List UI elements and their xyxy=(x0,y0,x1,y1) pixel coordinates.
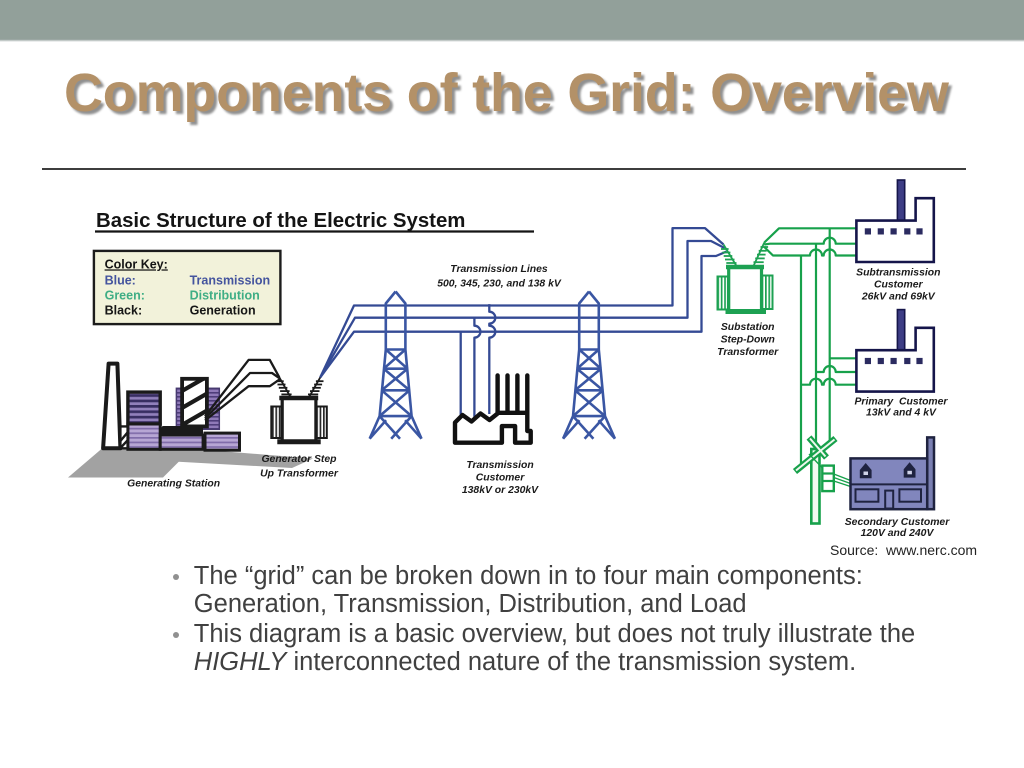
svg-text:138kV or 230kV: 138kV or 230kV xyxy=(462,485,539,496)
svg-text:Transformer: Transformer xyxy=(717,347,779,358)
svg-text:Basic Structure of the Electri: Basic Structure of the Electric System xyxy=(96,210,465,232)
svg-text:Color Key:: Color Key: xyxy=(105,257,168,271)
svg-text:500, 345, 230, and 138 kV: 500, 345, 230, and 138 kV xyxy=(437,279,562,290)
svg-text:Substation: Substation xyxy=(721,322,775,333)
svg-text:Generating Station: Generating Station xyxy=(127,478,220,489)
svg-text:Step-Down: Step-Down xyxy=(721,334,775,345)
svg-text:13kV and 4 kV: 13kV and 4 kV xyxy=(866,408,937,419)
svg-text:Blue:: Blue: xyxy=(105,274,136,288)
svg-text:120V and 240V: 120V and 240V xyxy=(861,528,935,539)
svg-text:Green:: Green: xyxy=(105,289,145,303)
svg-text:Transmission Lines: Transmission Lines xyxy=(450,264,548,275)
svg-text:Up Transformer: Up Transformer xyxy=(260,469,339,480)
svg-text:Generation: Generation xyxy=(190,303,256,317)
svg-text:Customer: Customer xyxy=(476,473,525,484)
svg-text:Generator Step: Generator Step xyxy=(261,454,337,465)
svg-text:Transmission: Transmission xyxy=(190,274,271,288)
svg-text:26kV and 69kV: 26kV and 69kV xyxy=(861,291,936,302)
svg-text:Secondary Customer: Secondary Customer xyxy=(845,517,950,528)
svg-text:Source: www.nerc.com: Source: www.nerc.com xyxy=(830,542,977,558)
svg-text:Subtransmission: Subtransmission xyxy=(856,268,940,279)
svg-text:Primary Customer: Primary Customer xyxy=(855,397,949,408)
svg-text:Black:: Black: xyxy=(105,303,143,317)
svg-text:Transmission: Transmission xyxy=(466,460,533,471)
svg-text:Distribution: Distribution xyxy=(190,289,260,303)
svg-text:Customer: Customer xyxy=(874,280,923,291)
